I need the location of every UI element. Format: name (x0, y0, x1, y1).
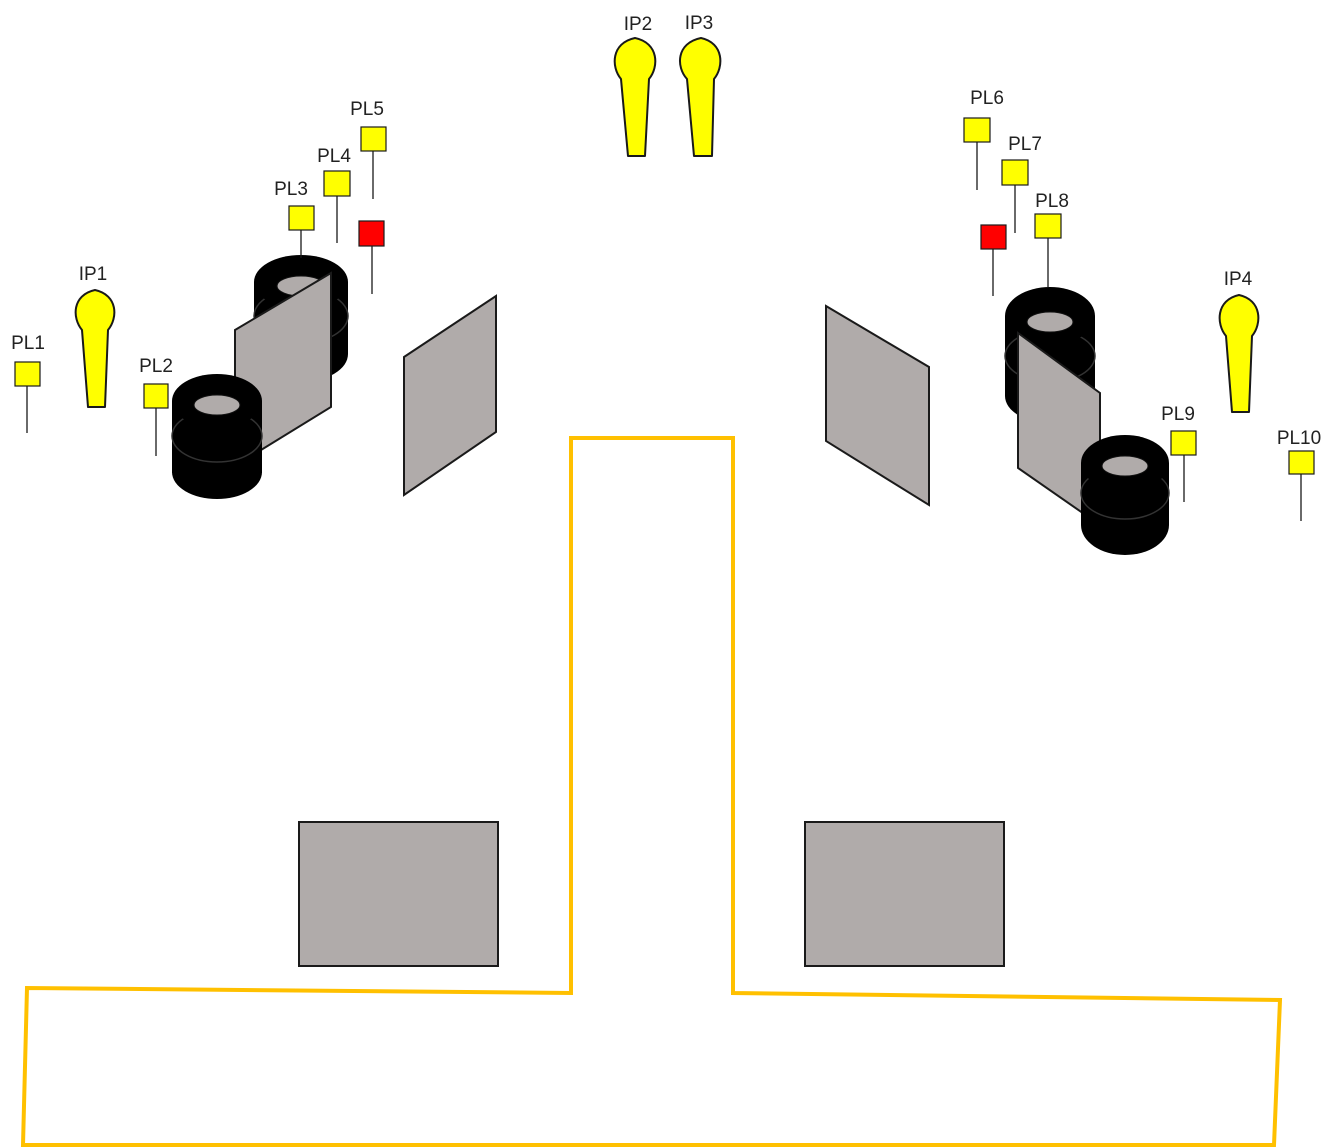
tire-hole (193, 394, 241, 416)
label-pl8: PL8 (1035, 191, 1069, 212)
label-pl9: PL9 (1161, 404, 1195, 425)
tire-hole (1101, 455, 1149, 477)
flag-pl2: PL2 (139, 356, 173, 456)
track-outline (20, 436, 1283, 1147)
flag-pl1: PL1 (11, 333, 45, 433)
label-pl7: PL7 (1008, 134, 1042, 155)
inflatable-pin-ip3: IP3 (679, 13, 722, 157)
gray-box-left (298, 821, 499, 967)
gray-box-right (804, 821, 1005, 967)
label-pl6: PL6 (970, 88, 1004, 109)
inflatable-pin-ip4: IP4 (1218, 269, 1260, 413)
inflatable-pin-ip2: IP2 (613, 14, 657, 157)
flag-pl9: PL9 (1161, 404, 1197, 502)
flag-pl5: PL5 (350, 99, 387, 199)
label-ip1: IP1 (79, 264, 108, 285)
tire-stack-left-front (171, 374, 263, 499)
label-pl4: PL4 (317, 146, 351, 167)
label-ip2: IP2 (624, 14, 653, 35)
flag-pl3: PL3 (274, 179, 315, 258)
label-pl2: PL2 (139, 356, 173, 377)
flag-pl7: PL7 (1001, 134, 1042, 233)
flag-pl6: PL6 (963, 88, 1004, 190)
label-pl3: PL3 (274, 179, 308, 200)
tire-stack-right-front (1080, 435, 1170, 555)
tire-hole (1026, 311, 1074, 333)
flag-pl10: PL10 (1277, 428, 1321, 521)
flag-pl8: PL8 (1034, 191, 1069, 287)
red-flag-right (980, 224, 1007, 296)
label-ip3: IP3 (685, 13, 714, 34)
angled-panel-right (825, 304, 930, 507)
inflatable-pin-ip1: IP1 (74, 264, 116, 408)
flag-pl4: PL4 (317, 146, 351, 243)
red-flag-left (358, 220, 385, 294)
label-pl1: PL1 (11, 333, 45, 354)
label-pl10: PL10 (1277, 428, 1321, 449)
label-ip4: IP4 (1224, 269, 1253, 290)
label-pl5: PL5 (350, 99, 384, 120)
angled-panel-left (403, 294, 497, 497)
